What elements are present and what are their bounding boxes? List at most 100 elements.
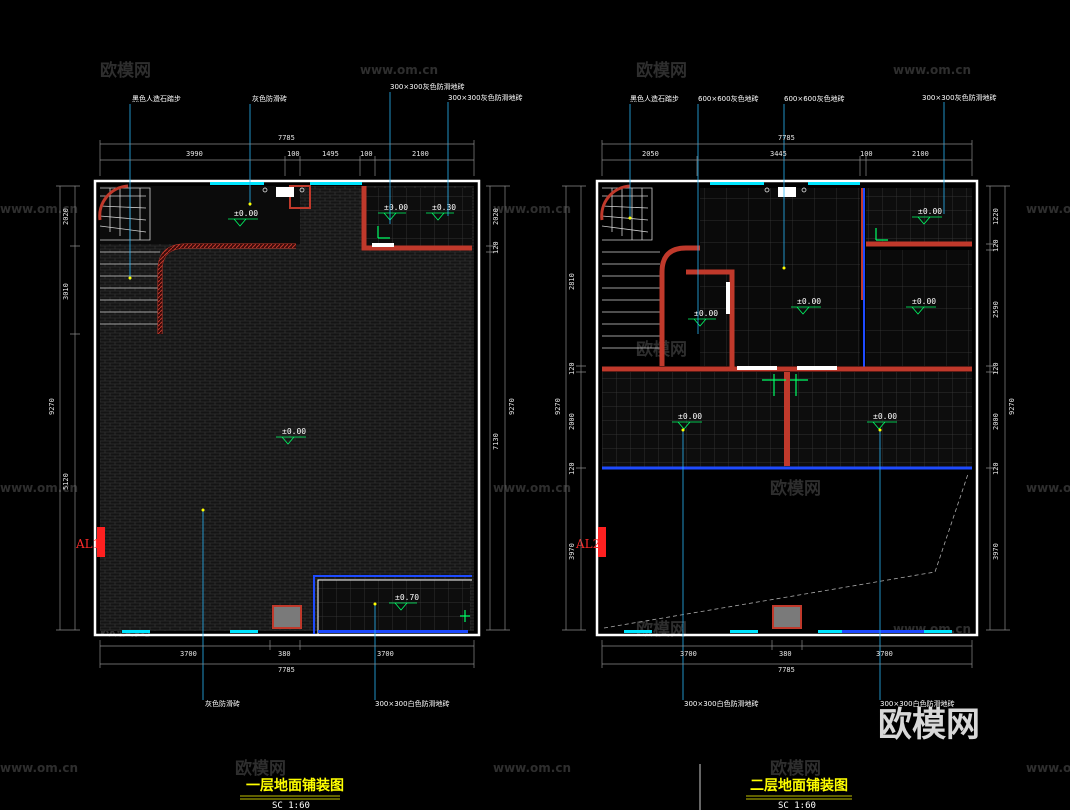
dimension-text: 3445: [770, 150, 787, 158]
dimension-text: 7130: [492, 433, 500, 450]
level-marker: ±0.70: [389, 593, 419, 611]
material-label: 黑色人造石踏步: [132, 94, 181, 103]
door-threshold: [372, 243, 394, 247]
watermark-url: www.om.cn: [1026, 761, 1070, 775]
material-label: 300×300灰色防滑地砖: [922, 93, 997, 102]
watermark-url: www.om.cn: [1026, 202, 1070, 216]
dimension-text: 2100: [912, 150, 929, 158]
leader-lines: [629, 102, 945, 700]
tile-area-30: [866, 188, 972, 244]
watermark-url: www.om.cn: [0, 481, 78, 495]
watermark-url: www.om.cn: [0, 761, 78, 775]
watermark-text: 欧模网: [636, 619, 687, 640]
window: [122, 630, 150, 633]
dimension-text: 9270: [1008, 398, 1016, 415]
watermark-url: www.om.cn: [493, 202, 571, 216]
dimension-text: 2000: [992, 413, 1000, 430]
level-text: ±0.00: [384, 203, 408, 212]
dimension-text: 120: [992, 462, 1000, 475]
plan-title: 二层地面铺装图: [750, 777, 848, 794]
dimension-text: 9270: [48, 398, 56, 415]
dimension-lines: [562, 140, 1010, 668]
level-text: ±0.00: [678, 412, 702, 421]
dimension-text: 2000: [568, 413, 576, 430]
watermark-url: www.om.cn: [493, 761, 571, 775]
staircase: [601, 187, 660, 349]
grey-tile-area: [364, 188, 472, 246]
dimension-text: 3990: [186, 150, 203, 158]
stair-curve-wall: [600, 184, 631, 221]
watermark-url: www.om.cn: [360, 63, 438, 77]
dimension-text: 3010: [62, 283, 70, 300]
watermark-text: 欧模网: [770, 478, 821, 499]
dimension-text: 9270: [508, 398, 516, 415]
logo-watermark: 欧模网: [878, 705, 980, 745]
level-text: ±0.00: [797, 297, 821, 306]
window: [318, 630, 468, 633]
dimension-text: 3700: [876, 650, 893, 658]
dimension-text: 3970: [568, 543, 576, 560]
dimension-text: 7785: [778, 134, 795, 142]
dimension-text: 1495: [322, 150, 339, 158]
dimension-text: 3970: [992, 543, 1000, 560]
watermark-url: www.om.cn: [1026, 481, 1070, 495]
level-marker: ±0.00: [228, 209, 258, 227]
material-label: 600×600灰色地砖: [784, 94, 845, 103]
material-label: 300×300灰色防滑地砖: [448, 93, 523, 102]
outer-wall: [93, 179, 481, 637]
watermark-text: 欧模网: [235, 758, 286, 779]
watermark-url: www.om.cn: [493, 481, 571, 495]
watermark-url: www.om.cn: [0, 202, 78, 216]
dimension-text: 2100: [412, 150, 429, 158]
material-label: 300×300白色防滑地砖: [880, 699, 955, 708]
section-mark-label: AL2: [575, 537, 600, 551]
dimension-text: 7785: [278, 666, 295, 674]
level-text: ±0.00: [873, 412, 897, 421]
watermark-text: 欧模网: [636, 60, 687, 81]
level-text: ±0.00: [282, 427, 306, 436]
level-marker: ±0.00: [276, 427, 306, 445]
level-text: ±0.00: [912, 297, 936, 306]
material-label: 灰色防滑砖: [205, 699, 240, 708]
dimension-text: 120: [568, 362, 576, 375]
dimension-lines: [56, 140, 510, 668]
fixture: [276, 187, 294, 197]
section-mark-bar: [97, 527, 105, 557]
watermark-url: www.om.cn: [893, 63, 971, 77]
level-text: ±0.00: [694, 309, 718, 318]
window: [230, 630, 258, 633]
dimension-text: 120: [992, 362, 1000, 375]
material-label: 灰色防滑砖: [252, 94, 287, 103]
stair-curve-wall: [98, 184, 129, 221]
window: [808, 182, 860, 185]
brick-floor-pattern: [100, 186, 474, 631]
window: [310, 182, 362, 185]
level-marker: ±0.00: [906, 297, 936, 315]
entrance-pad: [272, 605, 302, 629]
stair-brick-wall: [659, 245, 700, 366]
dimension-text: 380: [779, 650, 792, 658]
dimension-text: 120: [568, 462, 576, 475]
plan-ground-floor: AL1 ±0.00 ±0.00 ±0.30 ±0.00 ±0.70: [48, 82, 523, 810]
dimension-text: 100: [360, 150, 373, 158]
tile-area-60: [700, 188, 860, 366]
dimension-text: 2050: [642, 150, 659, 158]
window: [210, 182, 264, 185]
dimension-text: 5120: [62, 473, 70, 490]
dimension-text: 9270: [554, 398, 562, 415]
dimension-text: 3700: [180, 650, 197, 658]
fixture: [778, 187, 796, 197]
dimension-text: 7785: [278, 134, 295, 142]
plan-scale: SC 1:60: [272, 801, 310, 810]
window: [818, 630, 842, 633]
plan-second-floor: AL2 ±0.00 ±0.00 ±0.00 ±0.00 ±0.00 ±0.00: [554, 93, 1016, 810]
window: [624, 630, 652, 633]
material-label: 300×300白色防滑地砖: [684, 699, 759, 708]
watermark-text: 欧模网: [770, 758, 821, 779]
leader-lines: [129, 92, 449, 700]
material-label: 黑色人造石踏步: [630, 94, 679, 103]
plan-scale: SC 1:60: [778, 801, 816, 810]
level-marker: ±0.00: [688, 309, 718, 327]
dimension-text: 380: [278, 650, 291, 658]
